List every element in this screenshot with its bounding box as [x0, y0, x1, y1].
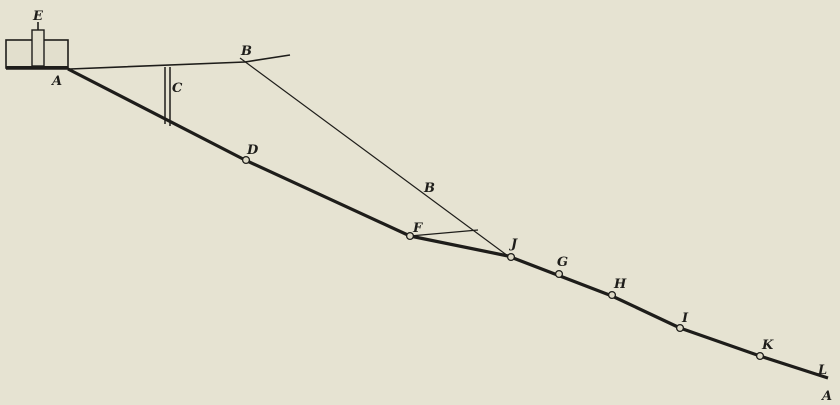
station-H: [607, 290, 617, 300]
station-I: [675, 323, 685, 333]
label-A-bottom: A: [820, 389, 832, 404]
label-B-top: B: [240, 44, 252, 59]
label-C: C: [172, 81, 183, 96]
station-G: [554, 269, 564, 279]
label-A-top: A: [50, 74, 62, 89]
label-D: D: [246, 143, 259, 158]
label-K: K: [761, 338, 774, 353]
sight-line-B-J: [239, 57, 509, 257]
label-E: E: [32, 9, 44, 24]
post-C: [164, 67, 171, 126]
chimney: [31, 29, 45, 67]
line-F-sight: [409, 229, 479, 237]
label-G: G: [557, 255, 568, 270]
label-J: J: [508, 237, 518, 252]
label-I: I: [681, 311, 689, 326]
station-K: [755, 351, 765, 361]
label-F: F: [412, 221, 423, 236]
station-D: [241, 155, 251, 165]
station-F: [405, 231, 415, 241]
building: [5, 22, 69, 69]
station-J: [506, 252, 516, 262]
label-B-mid: B: [423, 181, 435, 196]
horizontal-line-AB: [6, 54, 291, 70]
label-L: L: [817, 363, 827, 378]
label-H: H: [613, 277, 627, 292]
